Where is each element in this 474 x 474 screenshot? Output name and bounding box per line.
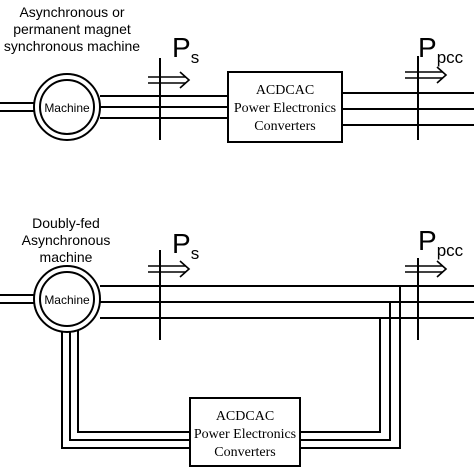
- bottom-machine-label: Machine: [44, 293, 90, 307]
- top-machine-caption-line-2: permanent magnet: [13, 21, 131, 37]
- top-converter-box: [227, 71, 343, 143]
- bottom-rotor-feed-line: [77, 328, 190, 433]
- top-machine-caption-line-1: Asynchronous or: [19, 4, 124, 20]
- top-machine-caption-line-3: synchronous machine: [4, 38, 140, 54]
- top-machine-label: Machine: [44, 101, 90, 115]
- bottom-machine-caption-line-1: Doubly-fed: [32, 215, 100, 231]
- bottom-ppcc-label: Ppcc: [418, 225, 464, 260]
- bottom-grid-feed-line: [300, 286, 401, 449]
- top-machine-inner-circle: [39, 79, 95, 135]
- bottom-converter-line-2: Power Electronics: [194, 427, 296, 442]
- top-diagram: Asynchronous or permanent magnet synchro…: [0, 4, 474, 143]
- top-converter-line-3: Converters: [254, 119, 315, 134]
- top-ppcc-label: Ppcc: [418, 32, 464, 67]
- bottom-converter-line-3: Converters: [214, 445, 275, 460]
- top-ppcc-arrow-head: [436, 66, 448, 84]
- bottom-ppcc-arrow-head: [436, 260, 448, 278]
- bottom-machine-inner-circle: [39, 271, 95, 327]
- bottom-ps-arrow-head: [179, 260, 191, 278]
- bottom-rotor-feed-line: [69, 328, 190, 441]
- bottom-grid-feed-line: [300, 318, 381, 433]
- bottom-converter-line-1: ACDCAC: [216, 409, 274, 424]
- bottom-rotor-feed-line: [61, 328, 190, 449]
- top-ps-arrow-head: [179, 71, 191, 89]
- top-converter-line-2: Power Electronics: [234, 101, 336, 116]
- bottom-converter-box: [189, 397, 301, 467]
- bottom-ps-label: Ps: [172, 228, 199, 263]
- bottom-machine-caption-line-2: Asynchronous: [22, 232, 111, 248]
- top-converter-line-1: ACDCAC: [256, 83, 314, 98]
- top-ps-label: Ps: [172, 32, 199, 67]
- bottom-grid-feed-line: [300, 302, 391, 441]
- bottom-diagram: Doubly-fed Asynchronous machine Machine …: [0, 215, 474, 467]
- bottom-machine-caption-line-3: machine: [40, 249, 93, 265]
